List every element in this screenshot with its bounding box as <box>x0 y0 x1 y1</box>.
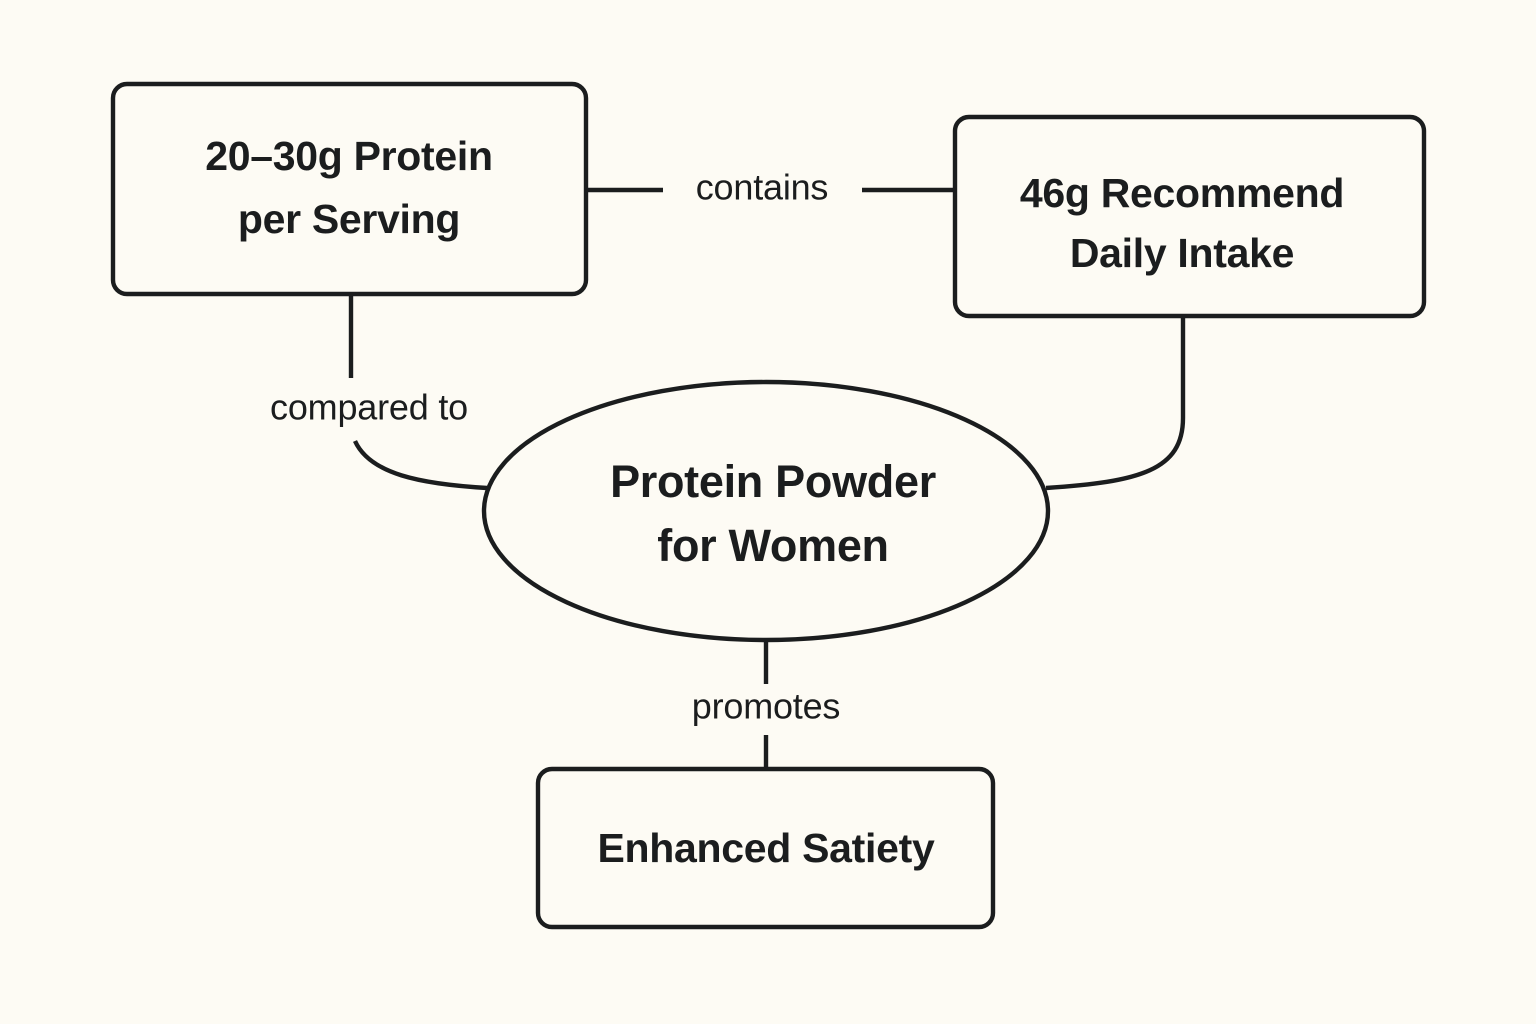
node-recommended-daily-intake-line2: Daily Intake <box>1070 230 1294 276</box>
node-recommended-daily-intake-shape <box>952 114 1427 319</box>
edge-intake-to-center-path <box>1045 316 1186 491</box>
node-enhanced-satiety-shape <box>535 766 996 930</box>
node-protein-per-serving-line2: per Serving <box>238 196 460 242</box>
node-protein-powder-for-women-shape <box>481 379 1051 643</box>
edge-intake-to-center <box>1045 316 1186 491</box>
node-enhanced-satiety-line1: Enhanced Satiety <box>598 825 935 871</box>
edge-compared-to <box>348 294 488 491</box>
node-recommended-daily-intake-line1: 46g Recommend <box>1020 170 1344 216</box>
node-protein-per-serving[interactable]: 20–30g Protein per Serving <box>110 81 589 297</box>
edge-label-promotes: promotes <box>692 686 840 727</box>
node-protein-powder-for-women-line2: for Women <box>657 520 888 571</box>
node-protein-powder-for-women-line1: Protein Powder <box>610 456 936 507</box>
edge-compared-to-segment-bottom <box>352 440 488 491</box>
node-protein-per-serving-line1: 20–30g Protein <box>205 133 493 179</box>
node-protein-per-serving-shape <box>110 81 589 297</box>
edge-label-compared-to: compared to <box>270 387 468 428</box>
node-recommended-daily-intake[interactable]: 46g Recommend Daily Intake <box>952 114 1427 319</box>
node-protein-powder-for-women[interactable]: Protein Powder for Women <box>481 379 1051 643</box>
edge-label-contains: contains <box>696 167 829 208</box>
node-enhanced-satiety[interactable]: Enhanced Satiety <box>535 766 996 930</box>
